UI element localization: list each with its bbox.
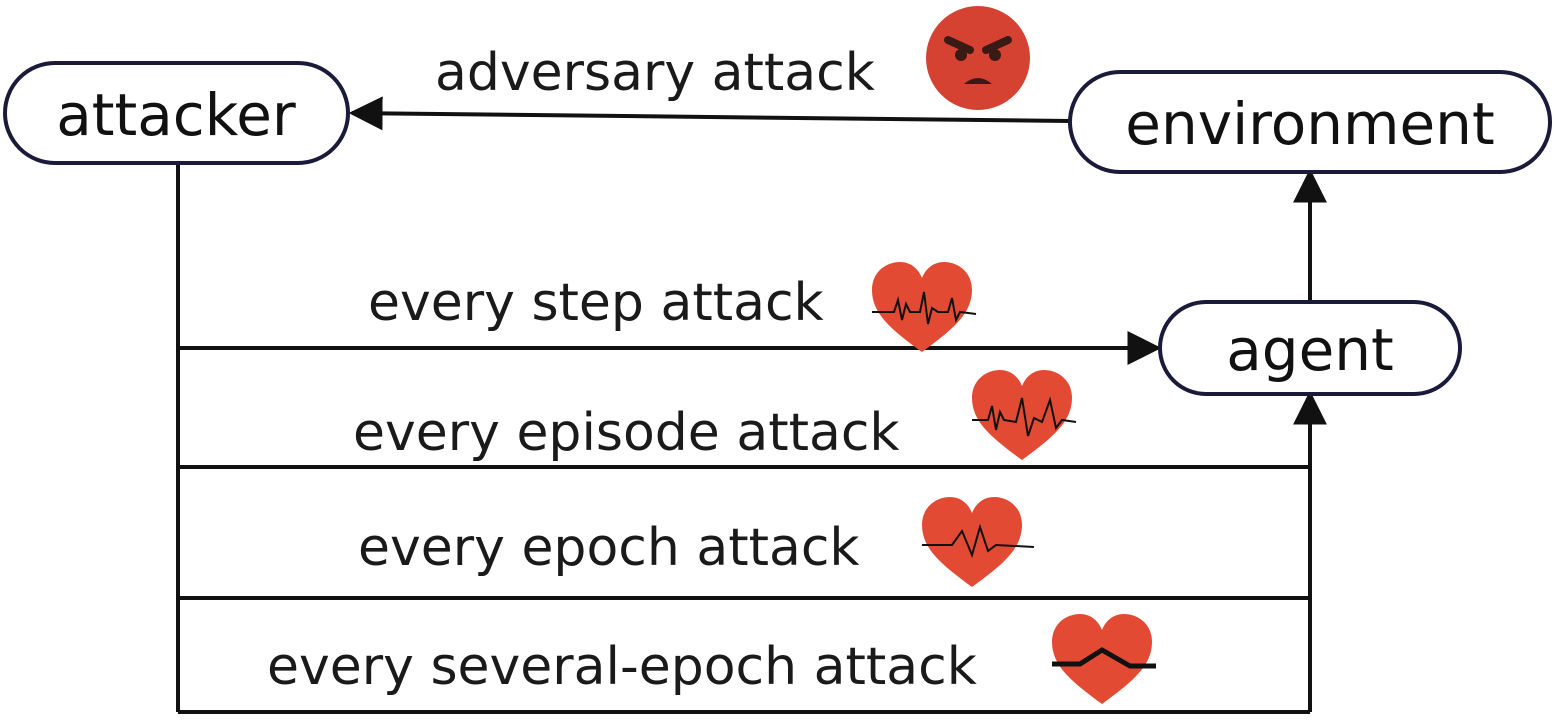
every-episode-attack-label: every episode attack [353,403,900,463]
adversary-attack-label: adversary attack [435,43,875,103]
every-step-attack-label: every step attack [368,273,824,333]
environment-node: environment [1068,70,1552,174]
heartbeat-heart-icon [922,497,1035,587]
every-epoch-attack-label: every epoch attack [358,518,860,578]
heartbeat-heart-icon [1052,614,1156,704]
adversary-attack-arrow [348,96,1071,131]
attacker-label: attacker [56,81,296,149]
agent-label: agent [1226,316,1394,384]
angry-face-icon [926,6,1030,110]
heartbeat-heart-icon [972,370,1077,460]
every-several-epoch-attack-label: every several-epoch attack [267,637,977,697]
environment-label: environment [1125,90,1494,158]
agent-node: agent [1158,300,1462,396]
heartbeat-heart-icon [872,262,977,352]
attacker-node: attacker [3,61,350,165]
